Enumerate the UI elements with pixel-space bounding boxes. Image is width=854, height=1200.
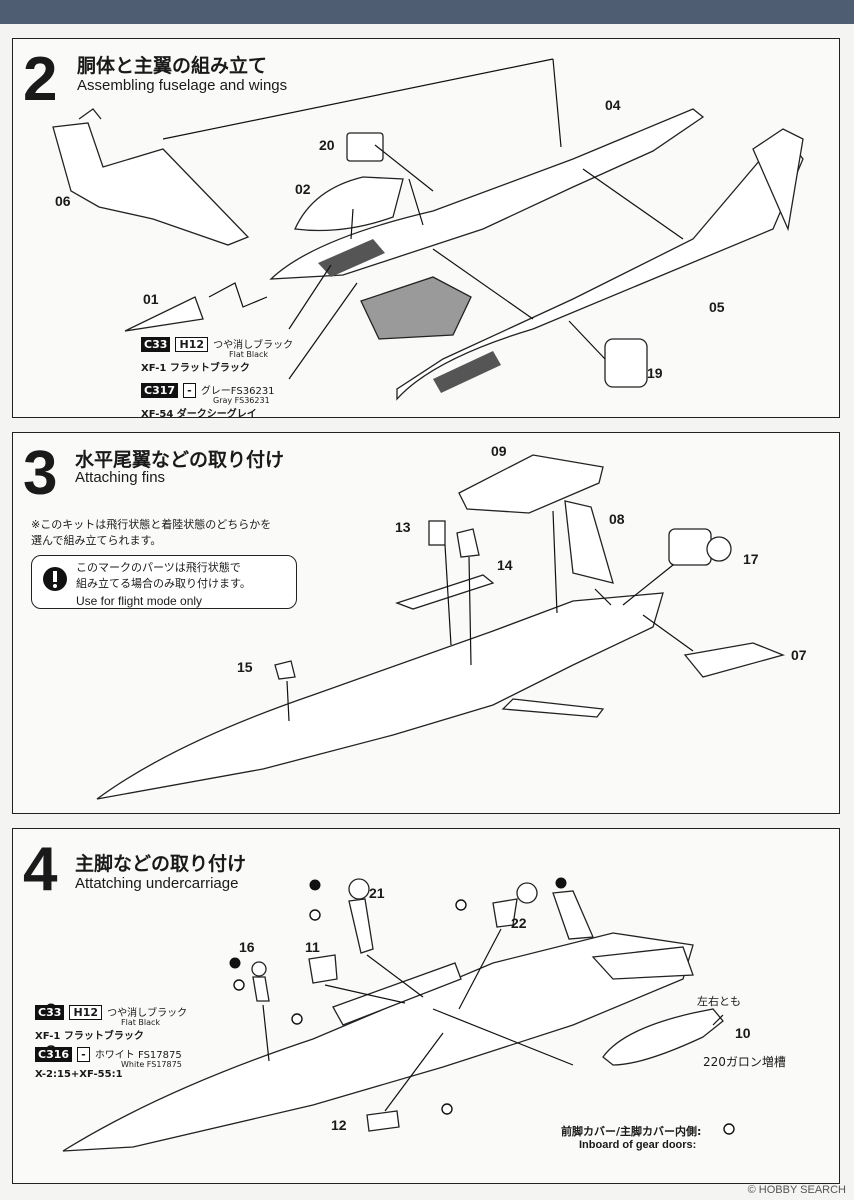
part-label-21: 21 <box>369 885 385 901</box>
step-3-panel: 3 水平尾翼などの取り付け Attaching fins ※このキットは飛行状態… <box>12 432 840 814</box>
both-sides-label: 左右とも <box>697 995 741 1008</box>
part-label-08: 08 <box>609 511 625 527</box>
part-label-22: 22 <box>511 915 527 931</box>
paint-xf-name: X-2:15+XF-55:1 <box>35 1069 123 1080</box>
part-label-12: 12 <box>331 1117 347 1133</box>
flight-mode-text-en: Use for flight mode only <box>76 594 203 608</box>
fins-diagram <box>96 454 786 800</box>
step-number: 2 <box>23 45 58 114</box>
top-banner <box>0 0 854 24</box>
paint-name-jp: つや消しブラック <box>213 340 294 351</box>
part-label-05: 05 <box>709 299 725 315</box>
paint-xf-name: XF-1 フラットブラック <box>35 1031 144 1042</box>
paint-code: C33 <box>141 337 171 352</box>
step-2-panel: 2 胴体と主翼の組み立て Assembling fuselage and win… <box>12 38 840 420</box>
part-label-14: 14 <box>497 557 513 573</box>
paint-callout-white: C316 - ホワイト FS17875 White FS17875 X-2:15… <box>35 1043 182 1080</box>
part-label-11: 11 <box>305 939 320 955</box>
flight-mode-icon <box>43 567 67 591</box>
part-label-15: 15 <box>237 659 253 675</box>
part-label-01: 01 <box>143 291 159 307</box>
paint-h-code: - <box>77 1047 90 1062</box>
gear-door-note-en: Inboard of gear doors: <box>579 1139 697 1151</box>
flight-mode-box: このマークのパーツは飛行状態で 組み立てる場合のみ取り付けます。 Use for… <box>31 555 297 609</box>
paint-h-code: - <box>183 383 196 398</box>
part-label-10: 10 <box>735 1025 751 1041</box>
part-label-17: 17 <box>743 551 759 567</box>
mode-note-line-2: 選んで組み立てられます。 <box>31 534 162 547</box>
part-label-04: 04 <box>605 97 621 113</box>
watermark: © HOBBY SEARCH <box>747 1184 846 1196</box>
step-title-jp: 胴体と主翼の組み立て <box>77 55 268 77</box>
mode-note: ※このキットは飛行状態と着陸状態のどちらかを 選んで組み立てられます。 <box>31 517 271 549</box>
part-label-20: 20 <box>319 137 335 153</box>
paint-h-code: H12 <box>69 1005 102 1020</box>
gear-door-note-jp: 前脚カバー/主脚カバー内側: <box>561 1125 702 1138</box>
part-label-19: 19 <box>647 365 663 381</box>
fuselage-wing-diagram <box>52 58 804 401</box>
paint-name-jp: つや消しブラック <box>107 1008 188 1019</box>
step-number: 4 <box>23 835 58 904</box>
flight-mode-text-1: このマークのパーツは飛行状態で <box>76 561 241 574</box>
paint-h-code: H12 <box>175 337 208 352</box>
undercarriage-diagram <box>45 877 735 1152</box>
flight-mode-text-2: 組み立てる場合のみ取り付けます。 <box>76 577 251 590</box>
step-title-en: Assembling fuselage and wings <box>77 77 288 94</box>
step-title-jp: 水平尾翼などの取り付け <box>75 449 285 471</box>
part-label-13: 13 <box>395 519 411 535</box>
paint-name-en: Flat Black <box>121 1018 161 1027</box>
paint-name-jp: グレーFS36231 <box>200 386 275 397</box>
part-label-06: 06 <box>55 193 71 209</box>
paint-name-en: White FS17875 <box>121 1060 182 1069</box>
part-label-07: 07 <box>791 647 807 663</box>
paint-code: C33 <box>35 1005 65 1020</box>
paint-code: C316 <box>35 1047 73 1062</box>
drop-tank-label: 220ガロン増槽 <box>703 1055 786 1069</box>
mode-note-line-1: ※このキットは飛行状態と着陸状態のどちらかを <box>31 518 272 531</box>
step-title-en: Attaching fins <box>75 469 166 486</box>
part-label-02: 02 <box>295 181 311 197</box>
paint-name-en: Flat Black <box>229 350 269 359</box>
paint-name-en: Gray FS36231 <box>213 396 270 405</box>
step-title-jp: 主脚などの取り付け <box>75 853 247 875</box>
paint-xf-name: XF-1 フラットブラック <box>141 363 250 374</box>
step-4-panel: 4 主脚などの取り付け Attatching undercarriage <box>12 828 840 1184</box>
step-number: 3 <box>23 439 58 508</box>
paint-callout-flat-black: C33 H12 つや消しブラック Flat Black XF-1 フラットブラッ… <box>141 333 293 374</box>
paint-code: C317 <box>141 383 179 398</box>
paint-callout-gray: C317 - グレーFS36231 Gray FS36231 XF-54 ダーク… <box>141 379 275 420</box>
paint-name-jp: ホワイト FS17875 <box>94 1050 182 1061</box>
step-title-en: Attatching undercarriage <box>75 875 239 892</box>
paint-xf-name: XF-54 ダークシーグレイ <box>141 409 257 420</box>
part-label-09: 09 <box>491 443 507 459</box>
part-label-16: 16 <box>239 939 255 955</box>
paint-callout-flat-black: C33 H12 つや消しブラック Flat Black XF-1 フラットブラッ… <box>35 1001 187 1042</box>
